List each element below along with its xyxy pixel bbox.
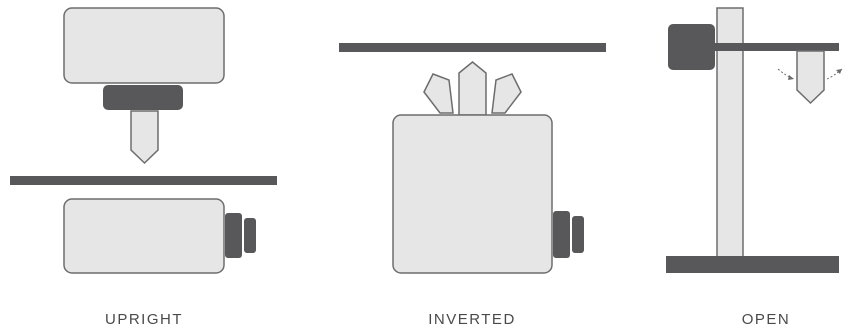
inverted-stage-plate [339,43,606,52]
upright-bottom-housing [63,198,225,274]
inverted-nozzle-left [423,73,454,114]
open-horizontal-arm [700,43,839,51]
upright-probe [130,110,159,165]
open-clamp-block [668,24,715,70]
upright-side-knob-small [244,218,256,253]
open-probe [796,50,825,105]
open-arrowhead-right [836,69,842,74]
inverted-nozzle-center [458,61,487,116]
upright-configuration [10,7,277,274]
upright-stage-plate [10,176,277,185]
upright-dark-collar [103,85,183,110]
open-arrowhead-left [788,75,794,80]
inverted-configuration [339,43,606,274]
open-configuration [666,7,843,273]
open-label: OPEN [741,311,791,328]
inverted-side-knob-large [553,211,570,258]
upright-label: UPRIGHT [105,311,183,328]
inverted-nozzle-right [491,73,522,114]
inverted-label: INVERTED [428,311,516,328]
upright-top-housing [63,7,225,84]
upright-side-knob-large [225,213,242,258]
open-base-plate [666,256,839,273]
inverted-side-knob-small [572,216,584,253]
inverted-body [392,114,553,274]
